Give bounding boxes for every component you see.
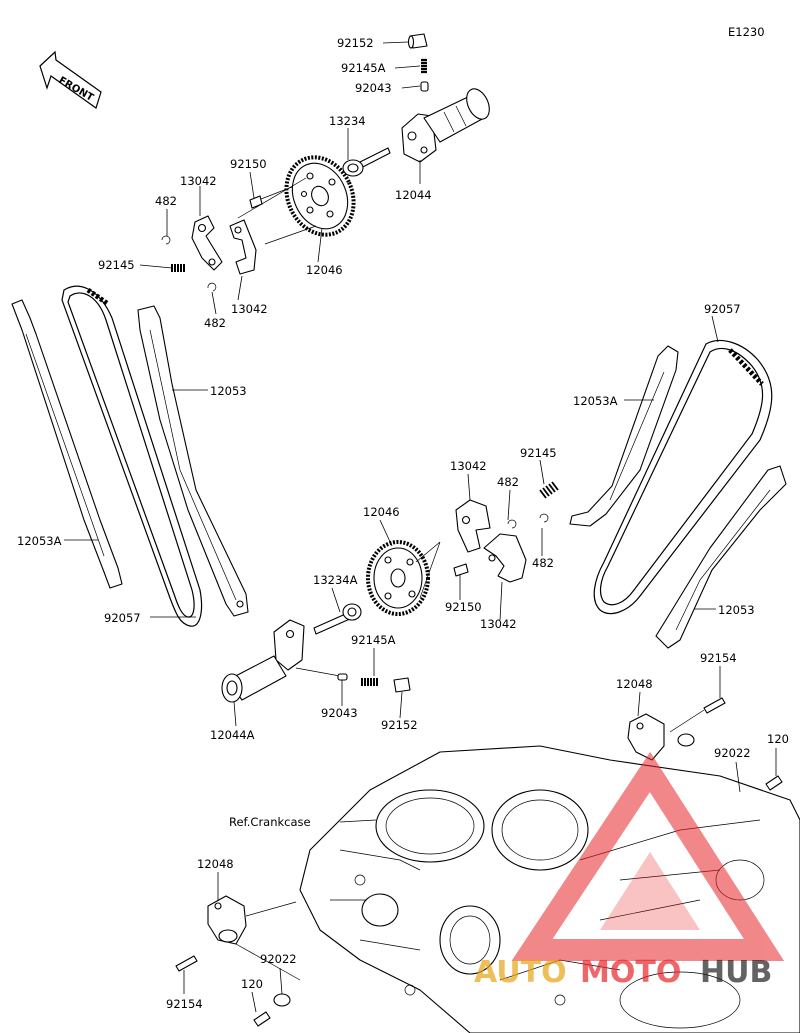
part-12044A-tensioner [221,619,341,703]
label-12044A: 12044A [210,728,255,742]
watermark-moto: MOTO [580,955,681,990]
part-13234-shaft [342,147,391,177]
label-13042-top-b: 13042 [231,302,268,316]
part-13234A-shaft [313,603,362,635]
part-120-bolt-right [765,775,783,791]
label-482-top-a: 482 [155,194,177,208]
part-92154-bolt-right [669,697,726,733]
label-ref-crankcase: Ref.Crankcase [229,815,311,829]
part-482-clip-mid-b [539,513,549,523]
part-12044-tensioner [401,88,490,163]
label-13042-mid-b: 13042 [480,617,517,631]
part-92022-washer-left [273,993,291,1007]
part-13042-guide-top-b [229,219,257,275]
diagram-code: E1230 [728,25,765,39]
label-13234A: 13234A [313,573,358,587]
label-12048-left: 12048 [197,857,234,871]
part-13042-guide-mid-a [455,499,491,553]
part-13042-guide-mid-b [483,533,527,583]
label-92152-mid: 92152 [381,718,418,732]
label-12053A-right: 12053A [573,394,618,408]
part-92057-left-chain [61,285,203,627]
label-92145A-top: 92145A [341,61,386,75]
label-92057-right: 92057 [704,302,741,316]
label-482-mid-b: 482 [532,556,554,570]
watermark-text: AUTO MOTO HUB [474,955,772,990]
part-labels: 92152 92145A 92043 13234 12044 92150 130… [17,36,789,1011]
part-92154-bolt-left [175,955,198,972]
part-92145A-mid-spring [361,678,378,686]
label-12044: 12044 [395,188,432,202]
part-12048-tensioner-right [627,713,695,761]
label-92043-top: 92043 [355,81,392,95]
label-12053A-left: 12053A [17,534,62,548]
label-92043-mid: 92043 [321,706,358,720]
part-92145A-top-spring [421,58,427,74]
label-92145-top: 92145 [98,258,135,272]
label-92022-left: 92022 [260,952,297,966]
part-92145-spring-top [171,264,185,272]
label-92150-mid: 92150 [445,600,482,614]
watermark-hub: HUB [700,955,772,990]
label-12048-right: 12048 [616,677,653,691]
part-12053-left-guide [137,305,249,617]
label-482-mid-a: 482 [497,475,519,489]
label-92154-right: 92154 [700,651,737,665]
part-13042-guide-top-a [191,215,223,271]
watermark-auto: AUTO [474,955,567,990]
part-482-clip-top-b [207,282,217,292]
label-12053-right: 12053 [718,603,755,617]
label-13042-top-a: 13042 [180,174,217,188]
part-92043-top-pin [420,81,429,92]
part-12048-tensioner-left [207,895,301,981]
part-482-clip-mid-a [507,519,517,529]
label-92057-left: 92057 [104,611,141,625]
label-13234-top: 13234 [329,114,366,128]
label-92145-mid: 92145 [520,446,557,460]
label-482-top-b: 482 [204,316,226,330]
part-120-bolt-left [253,1011,271,1027]
watermark-logo [511,751,785,961]
leader-lines [64,41,777,1013]
label-12053-left: 12053 [210,384,247,398]
part-92150-bolt-mid [453,563,469,577]
label-120-left: 120 [241,977,263,991]
part-482-clip-top-a [161,235,171,245]
label-120-right: 120 [767,732,789,746]
label-92022-right: 92022 [714,746,751,760]
part-92152-top [407,33,428,49]
label-12046-mid: 12046 [363,505,400,519]
label-92152-top: 92152 [337,36,374,50]
part-12053-right-guide [655,465,787,649]
front-arrow-icon: FRONT [39,50,102,109]
part-92152-mid-plug [393,677,411,693]
label-92154-left: 92154 [166,997,203,1011]
label-92150-top: 92150 [230,157,267,171]
label-12046-top: 12046 [306,263,343,277]
part-12046-sprocket-mid [366,540,441,616]
part-92145-spring-mid [539,481,559,499]
label-92145A-mid: 92145A [351,633,396,647]
part-12053A-left-guide [11,299,123,589]
part-12053A-right-guide [569,345,679,527]
part-92043-mid-pin [337,673,348,681]
part-12046-sprocket-top [284,155,356,237]
part-92150-bolt-top [237,177,317,245]
part-92057-right-chain [593,339,773,615]
label-13042-mid-a: 13042 [450,459,487,473]
